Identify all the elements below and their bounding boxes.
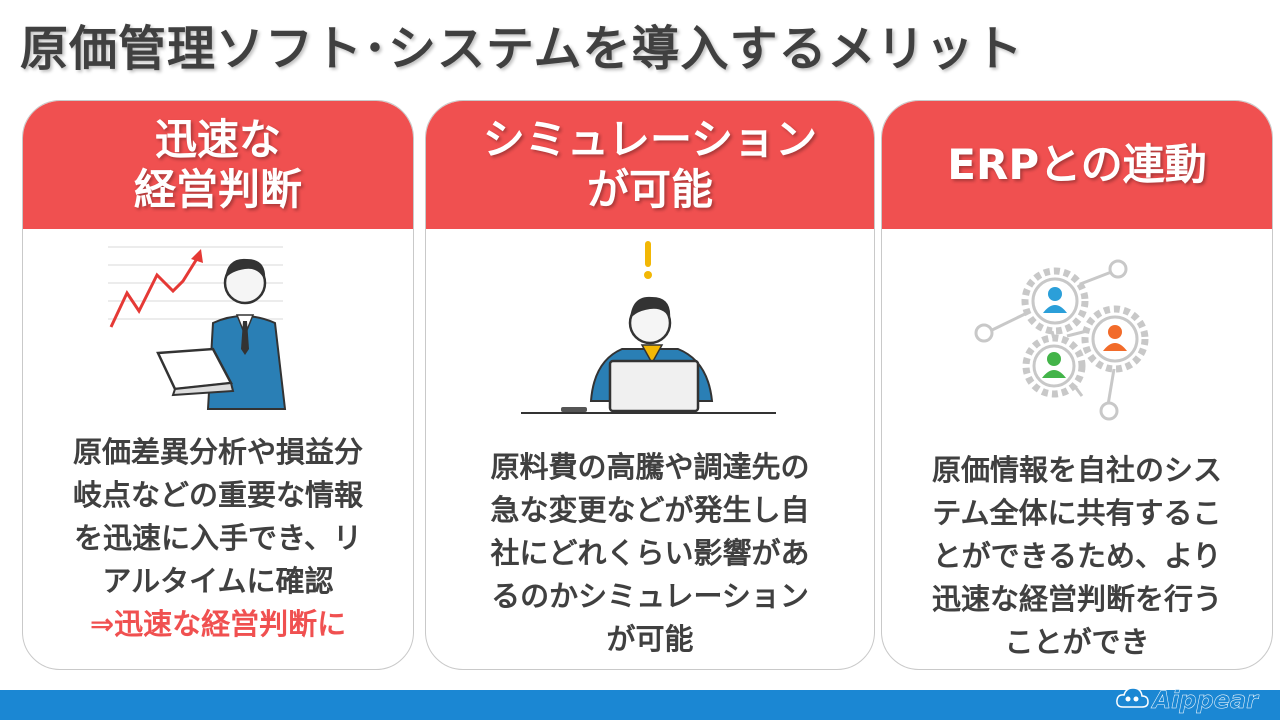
card-highlight: ⇒迅速な経営判断に bbox=[89, 607, 347, 641]
thinking-businessman-laptop-icon bbox=[426, 231, 874, 431]
businessman-laptop-growth-chart-icon bbox=[23, 231, 413, 431]
card-body-line: アルタイムに確認 bbox=[102, 564, 334, 598]
card-body-line: 急な変更などが発生し自 bbox=[490, 493, 810, 527]
card-header: シミュレーション が可能 bbox=[426, 101, 874, 229]
logo-text: Aippear bbox=[1152, 686, 1258, 715]
brand-logo: Aippear bbox=[1115, 682, 1258, 718]
footer-bar bbox=[0, 690, 1280, 720]
card-body-line: 原価差異分析や損益分 bbox=[72, 435, 363, 469]
card-body-line: テム全体に共有するこ bbox=[932, 496, 1222, 530]
merit-card-fast-decision: 迅速な 経営判断 原価差異分析や損益分 岐点などの重要な情報 を迅 bbox=[22, 100, 414, 670]
card-body-line: が可能 bbox=[606, 622, 694, 656]
merit-card-simulation: シミュレーション が可能 原料費の高騰や調達先の 急な変更などが発生し自 社にど… bbox=[425, 100, 875, 670]
card-header-line: 経営判断 bbox=[133, 165, 302, 214]
card-header-line: 迅速な bbox=[154, 115, 281, 164]
cloud-logo-icon bbox=[1115, 685, 1149, 715]
card-header: 迅速な 経営判断 bbox=[23, 101, 413, 229]
card-body-line: 迅速な経営判断を行う bbox=[931, 582, 1222, 616]
merit-card-erp-integration: ERPとの連動 bbox=[881, 100, 1273, 670]
card-body-line: 原価情報を自社のシス bbox=[931, 453, 1222, 487]
card-body-line: るのかシミュレーション bbox=[491, 579, 809, 613]
card-header: ERPとの連動 bbox=[882, 101, 1272, 229]
card-body-line: 社にどれくらい影響があ bbox=[490, 536, 810, 570]
card-description: 原価情報を自社のシス テム全体に共有するこ とができるため、より 迅速な経営判断… bbox=[892, 449, 1262, 664]
page-title: 原価管理ソフト･システムを導入するメリット bbox=[20, 21, 1024, 77]
card-body-line: ことができ bbox=[1004, 625, 1150, 659]
card-body-line: を迅速に入手でき、リ bbox=[74, 521, 362, 555]
card-description: 原価差異分析や損益分 岐点などの重要な情報 を迅速に入手でき、リ アルタイムに確… bbox=[33, 431, 403, 646]
card-header-line: ERPとの連動 bbox=[947, 140, 1207, 189]
connected-gears-network-icon bbox=[882, 231, 1272, 431]
card-body-line: とができるため、より bbox=[932, 539, 1222, 573]
card-body-line: 岐点などの重要な情報 bbox=[72, 478, 363, 512]
card-description: 原料費の高騰や調達先の 急な変更などが発生し自 社にどれくらい影響があ るのかシ… bbox=[436, 446, 864, 661]
card-header-line: が可能 bbox=[586, 165, 713, 214]
card-body-line: 原料費の高騰や調達先の bbox=[490, 450, 810, 484]
card-header-line: シミュレーション bbox=[482, 115, 818, 164]
